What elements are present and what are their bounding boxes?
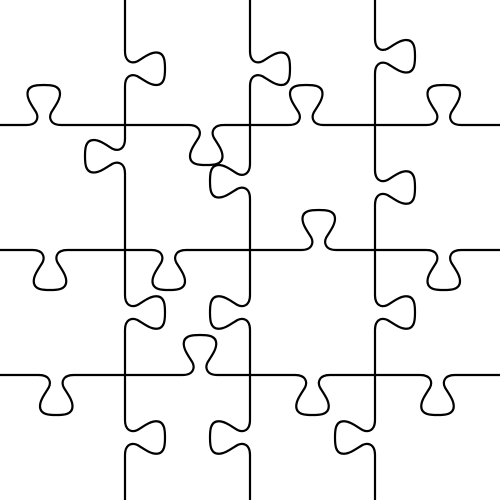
vertical-cut-edge xyxy=(83,123,127,252)
vertical-cut-edge xyxy=(373,248,417,377)
horizontal-cut-edge xyxy=(373,373,500,417)
vertical-cut-edge xyxy=(208,373,252,500)
horizontal-cut-edge xyxy=(248,373,377,417)
horizontal-cut-edge xyxy=(0,248,127,292)
vertical-cut-edge xyxy=(373,123,417,252)
vertical-cut-edge xyxy=(373,0,417,127)
vertical-cut-edge xyxy=(208,248,252,377)
horizontal-cut-edge xyxy=(123,123,252,167)
vertical-cut-edge xyxy=(208,123,252,252)
horizontal-cut-edge xyxy=(373,248,500,292)
horizontal-cut-edge xyxy=(0,373,127,417)
horizontal-cut-edge xyxy=(0,83,127,127)
horizontal-cut-edge xyxy=(123,248,252,292)
horizontal-cut-edge xyxy=(248,83,377,127)
vertical-cut-edge xyxy=(333,373,377,500)
vertical-cut-edge xyxy=(123,0,167,127)
horizontal-cut-edge xyxy=(373,83,500,127)
vertical-cut-edge xyxy=(123,373,167,500)
horizontal-cut-edge xyxy=(248,208,377,252)
vertical-cut-edge xyxy=(123,248,167,377)
horizontal-cut-edge xyxy=(123,333,252,377)
vertical-cut-edge xyxy=(248,0,292,127)
